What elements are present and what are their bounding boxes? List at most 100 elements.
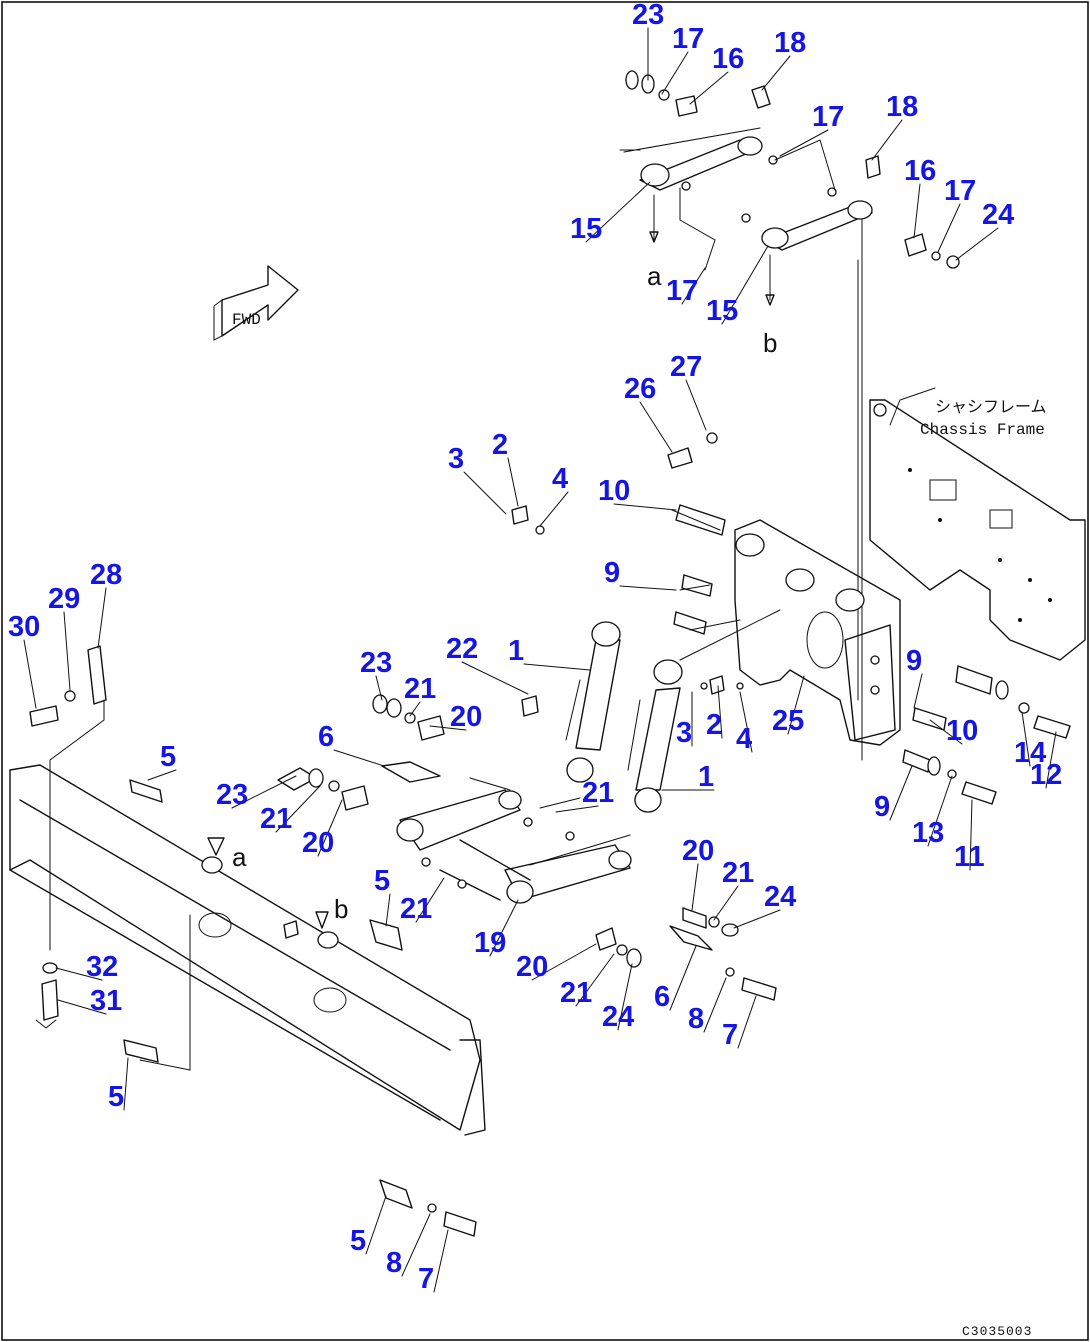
part-number-6: 6 <box>654 981 670 1013</box>
part-number-20: 20 <box>302 827 334 859</box>
leader-line <box>365 1195 387 1255</box>
part-number-4: 4 <box>552 463 568 495</box>
chassis-label-en: Chassis Frame <box>920 421 1045 439</box>
leader-line <box>617 963 633 1031</box>
part-number-23: 23 <box>632 0 664 31</box>
part-number-31: 31 <box>90 985 122 1017</box>
part-number-23: 23 <box>216 779 248 811</box>
part-number-17: 17 <box>672 23 704 55</box>
chassis-label-jp: シャシフレーム <box>935 399 1047 417</box>
leader-line <box>463 471 507 515</box>
part-number-9: 9 <box>604 557 620 589</box>
leader-line <box>787 675 805 735</box>
leader-line <box>147 769 177 781</box>
upper-links: a b <box>619 70 960 761</box>
part-number-21: 21 <box>400 893 432 925</box>
part-number-14: 14 <box>1014 737 1046 769</box>
part-number-21: 21 <box>722 857 754 889</box>
leader-line <box>385 893 391 927</box>
part-number-1: 1 <box>508 635 524 667</box>
leader-line <box>97 587 107 649</box>
leader-line <box>531 943 597 981</box>
leader-line <box>619 585 677 591</box>
part-number-10: 10 <box>946 715 978 747</box>
part-number-23: 23 <box>360 647 392 679</box>
leader-line <box>555 805 599 813</box>
chassis-frame: シャシフレーム Chassis Frame <box>869 387 1086 661</box>
part-number-25: 25 <box>772 705 804 737</box>
part-number-18: 18 <box>774 27 806 59</box>
leader-line <box>317 799 343 857</box>
arm-pins <box>277 694 777 1001</box>
leader-line <box>1021 711 1031 767</box>
part-number-3: 3 <box>676 717 692 749</box>
part-number-2: 2 <box>706 709 722 741</box>
part-number-22: 22 <box>446 633 478 665</box>
part-number-18: 18 <box>886 91 918 123</box>
part-number-32: 32 <box>86 951 118 983</box>
part-number-21: 21 <box>404 673 436 705</box>
part-number-16: 16 <box>712 43 744 75</box>
part-number-30: 30 <box>8 611 40 643</box>
letter-b-blade: b <box>334 894 348 924</box>
leader-line <box>779 129 829 157</box>
part-number-16: 16 <box>904 155 936 187</box>
fwd-label: FWD <box>232 311 261 329</box>
mounting-bracket <box>671 509 901 746</box>
leader-line <box>737 995 757 1049</box>
leader-line <box>871 119 903 161</box>
part-number-8: 8 <box>688 1003 704 1035</box>
part-number-24: 24 <box>982 199 1014 231</box>
drawing-code: C3035003 <box>962 1324 1032 1339</box>
part-number-4: 4 <box>736 723 752 755</box>
leader-line <box>429 725 467 731</box>
leader-line <box>929 719 963 745</box>
leader-line <box>585 181 651 243</box>
leader-line <box>57 999 107 1015</box>
part-number-2: 2 <box>492 429 508 461</box>
part-number-7: 7 <box>722 1019 738 1051</box>
part-number-17: 17 <box>666 275 698 307</box>
part-number-20: 20 <box>516 951 548 983</box>
leader-line <box>739 691 753 753</box>
fwd-arrow-icon: FWD <box>213 265 299 341</box>
part-number-13: 13 <box>912 817 944 849</box>
letter-a: a <box>647 261 662 291</box>
part-number-15: 15 <box>570 213 602 245</box>
leader-line <box>23 639 37 709</box>
cylinder-right <box>627 659 683 813</box>
part-number-5: 5 <box>374 865 390 897</box>
letter-a-blade: a <box>232 842 247 872</box>
leader-line <box>733 909 781 929</box>
blade-pins <box>123 779 477 1237</box>
leader-line <box>639 401 673 453</box>
part-number-7: 7 <box>418 1263 434 1295</box>
part-number-20: 20 <box>682 835 714 867</box>
part-number-1: 1 <box>698 761 714 793</box>
part-number-17: 17 <box>944 175 976 207</box>
leader-line <box>689 71 729 105</box>
cylinder-left <box>565 621 621 783</box>
leader-line <box>433 1229 449 1293</box>
leader-line <box>913 673 923 709</box>
leader-line <box>55 967 103 981</box>
leader-line <box>937 203 961 253</box>
part-number-9: 9 <box>906 645 922 677</box>
leader-line <box>681 267 706 305</box>
leader-line <box>539 491 569 527</box>
lift-arm <box>396 777 632 904</box>
leader-line <box>889 765 913 821</box>
leader-line <box>913 183 921 239</box>
part-number-27: 27 <box>670 351 702 383</box>
leader-line <box>63 611 71 691</box>
leader-line <box>703 977 727 1033</box>
leader-line <box>717 685 723 739</box>
part-number-24: 24 <box>764 881 796 913</box>
leader-line <box>955 227 999 261</box>
part-number-11: 11 <box>954 841 985 873</box>
part-number-8: 8 <box>386 1247 402 1279</box>
leader-line <box>685 379 707 431</box>
part-number-19: 19 <box>474 927 506 959</box>
part-number-5: 5 <box>160 741 176 773</box>
